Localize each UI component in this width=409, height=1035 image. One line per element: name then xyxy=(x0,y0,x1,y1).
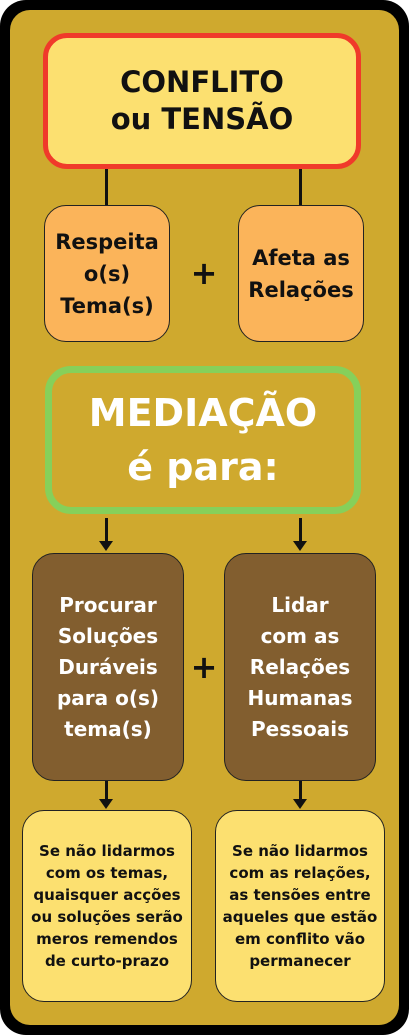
durable-solutions-label: Procurar Soluções Duráveis para o(s) tem… xyxy=(56,592,160,741)
mediation-heading: MEDIAÇÃO é para: xyxy=(88,391,318,489)
arrow-mediation-right-line xyxy=(299,518,302,542)
arrow-mediation-left-head xyxy=(99,541,113,551)
arrow-goal-left-head xyxy=(99,799,113,809)
topics-consequence-text: Se não lidarmos com os temas, quaisquer … xyxy=(31,842,183,970)
relations-label: Afeta as Relações xyxy=(248,245,354,302)
connector-title-left xyxy=(105,169,108,205)
relations-consequence-text: Se não lidarmos com as relações, as tens… xyxy=(222,842,378,970)
connector-title-right xyxy=(299,169,302,205)
arrow-mediation-right-head xyxy=(293,541,307,551)
human-relations-label: Lidar com as Relações Humanas Pessoais xyxy=(247,592,353,741)
topic-box: Respeita o(s) Tema(s) xyxy=(44,205,170,342)
human-relations-box: Lidar com as Relações Humanas Pessoais xyxy=(224,553,376,781)
plus-sign-top: + xyxy=(190,254,218,292)
plus-sign-bottom: + xyxy=(190,648,218,686)
topics-consequence-box: Se não lidarmos com os temas, quaisquer … xyxy=(22,810,192,1002)
relations-consequence-box: Se não lidarmos com as relações, as tens… xyxy=(215,810,385,1002)
arrow-goal-right-line xyxy=(299,781,302,800)
arrow-mediation-left-line xyxy=(105,518,108,542)
conflict-title: CONFLITO ou TENSÃO xyxy=(110,65,294,136)
relations-box: Afeta as Relações xyxy=(238,205,364,342)
conflict-title-box: CONFLITO ou TENSÃO xyxy=(43,33,361,169)
arrow-goal-right-head xyxy=(293,799,307,809)
durable-solutions-box: Procurar Soluções Duráveis para o(s) tem… xyxy=(32,553,184,781)
topic-label: Respeita o(s) Tema(s) xyxy=(55,229,159,318)
mediation-box: MEDIAÇÃO é para: xyxy=(45,366,361,514)
arrow-goal-left-line xyxy=(105,781,108,800)
